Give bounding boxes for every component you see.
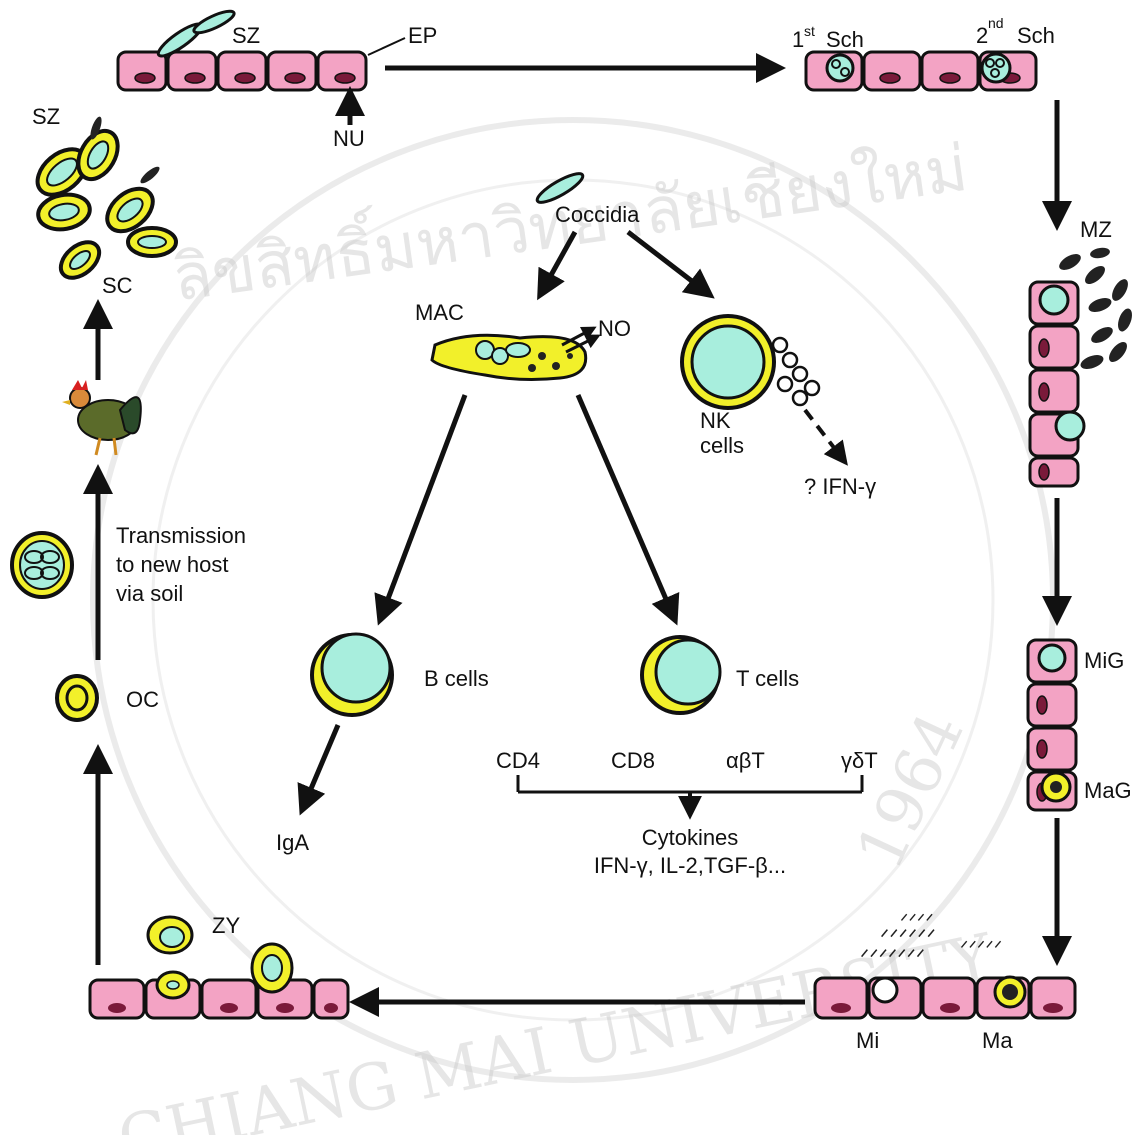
label-ma: Ma [982, 1028, 1013, 1053]
sporocysts-icon [29, 115, 176, 285]
label-ep: EP [408, 23, 437, 48]
label-sch2-word: Sch [1017, 23, 1055, 48]
transmission-line-2: to new host [116, 552, 229, 577]
arrow-to-ifn [805, 410, 845, 462]
label-no: NO [598, 316, 631, 341]
label-nk-line1: NK [700, 408, 731, 433]
macrophage-icon [432, 335, 586, 379]
label-coccidia: Coccidia [555, 202, 640, 227]
label-cd8: CD8 [611, 748, 655, 773]
cytokine-bracket [518, 775, 862, 815]
svg-text:ᐟᐟᐟᐟᐟ: ᐟᐟᐟᐟᐟ [960, 936, 1002, 960]
label-gd-t: γδT [841, 748, 878, 773]
label-oc: OC [126, 687, 159, 712]
label-sch1-sup: st [804, 23, 815, 39]
arrow-to-iga [302, 725, 338, 810]
epithelium-top-right [806, 52, 1036, 90]
label-ab-t: αβT [726, 748, 765, 773]
label-mi: Mi [856, 1028, 879, 1053]
label-sch1-number: 1 [792, 27, 804, 52]
label-nu: NU [333, 126, 365, 151]
label-sch1-word: Sch [826, 27, 864, 52]
label-zy: ZY [212, 913, 240, 938]
label-cytokines-title: Cytokines [642, 825, 739, 850]
label-cytokines-list: IFN-γ, IL-2,TGF-β... [594, 853, 786, 878]
arrow-to-t-cells [578, 395, 675, 620]
svg-text:ᐟᐟᐟᐟ: ᐟᐟᐟᐟ [900, 909, 934, 933]
nk-cell-icon [682, 316, 819, 408]
oocyst-icon [57, 676, 97, 720]
label-iga: IgA [276, 830, 309, 855]
label-sc: SC [102, 273, 133, 298]
label-ifn-question: ? IFN-γ [804, 474, 876, 499]
label-sz-top: SZ [232, 23, 260, 48]
sporulated-oocyst-icon [12, 533, 72, 597]
label-sch2-sup: nd [988, 15, 1004, 31]
label-b-cells: B cells [424, 666, 489, 691]
t-cell-icon [642, 637, 720, 713]
villus-gamonts [1028, 640, 1076, 810]
villus-merozoites [1030, 246, 1135, 486]
label-nk-line2: cells [700, 433, 744, 458]
label-mac: MAC [415, 300, 464, 325]
transmission-line-3: via soil [116, 581, 183, 606]
label-sz-left: SZ [32, 104, 60, 129]
label-cd4: CD4 [496, 748, 540, 773]
label-t-cells: T cells [736, 666, 799, 691]
chicken-icon [62, 380, 141, 455]
arrow-to-b-cells [380, 395, 465, 620]
label-mag: MaG [1084, 778, 1132, 803]
label-sch2-number: 2 [976, 23, 988, 48]
label-mz: MZ [1080, 217, 1112, 242]
label-mig: MiG [1084, 648, 1124, 673]
b-cell-icon [312, 634, 392, 715]
transmission-line-1: Transmission [116, 523, 246, 548]
epithelium-top-left [118, 7, 405, 125]
